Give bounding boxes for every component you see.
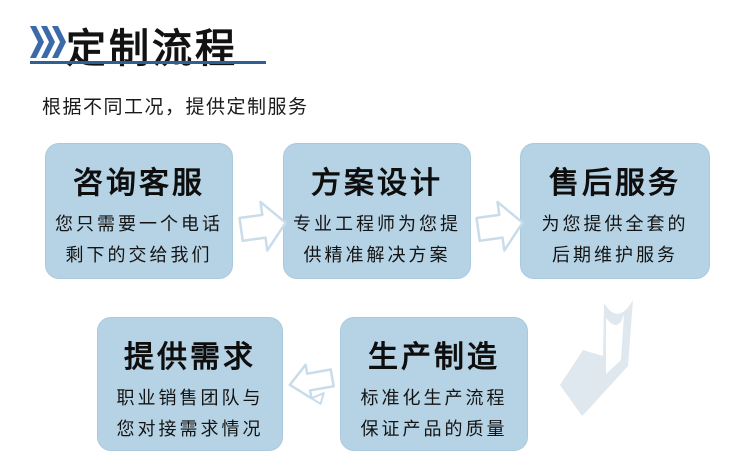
curved-arrow-down-left-icon — [560, 300, 633, 416]
title-underline — [30, 61, 266, 64]
step-desc-line: 后期维护服务 — [552, 245, 678, 265]
triple-chevron-right-icon — [30, 26, 66, 58]
step-desc-line: 标准化生产流程 — [360, 388, 508, 408]
step-title: 咨询客服 — [73, 167, 205, 200]
step-title: 售后服务 — [549, 167, 681, 200]
section-subtitle: 根据不同工况，提供定制服务 — [42, 97, 309, 118]
step-box-consult-service: 咨询客服 您只需要一个电话 剩下的交给我们 — [45, 143, 233, 279]
step-desc-line: 您对接需求情况 — [116, 419, 264, 439]
page-title: 定制流程 — [66, 27, 238, 71]
step-desc-line: 保证产品的质量 — [360, 419, 508, 439]
step-title: 方案设计 — [311, 167, 443, 200]
step-box-production: 生产制造 标准化生产流程 保证产品的质量 — [340, 317, 528, 451]
arrow-right-outline-icon — [238, 200, 287, 252]
step-title: 提供需求 — [124, 341, 256, 374]
step-title: 生产制造 — [368, 341, 500, 374]
step-desc-line: 职业销售团队与 — [116, 388, 264, 408]
step-box-after-sales: 售后服务 为您提供全套的 后期维护服务 — [520, 143, 710, 279]
step-box-solution-design: 方案设计 专业工程师为您提 供精准解决方案 — [283, 143, 471, 279]
step-desc-line: 供精准解决方案 — [303, 245, 451, 265]
arrow-left-outline-icon — [288, 363, 335, 405]
step-desc-line: 为您提供全套的 — [541, 214, 689, 234]
step-desc-line: 专业工程师为您提 — [293, 214, 461, 234]
step-box-provide-requirements: 提供需求 职业销售团队与 您对接需求情况 — [97, 317, 283, 451]
arrow-right-outline-icon — [475, 200, 524, 252]
step-desc-line: 剩下的交给我们 — [65, 245, 213, 265]
step-desc-line: 您只需要一个电话 — [55, 214, 223, 234]
